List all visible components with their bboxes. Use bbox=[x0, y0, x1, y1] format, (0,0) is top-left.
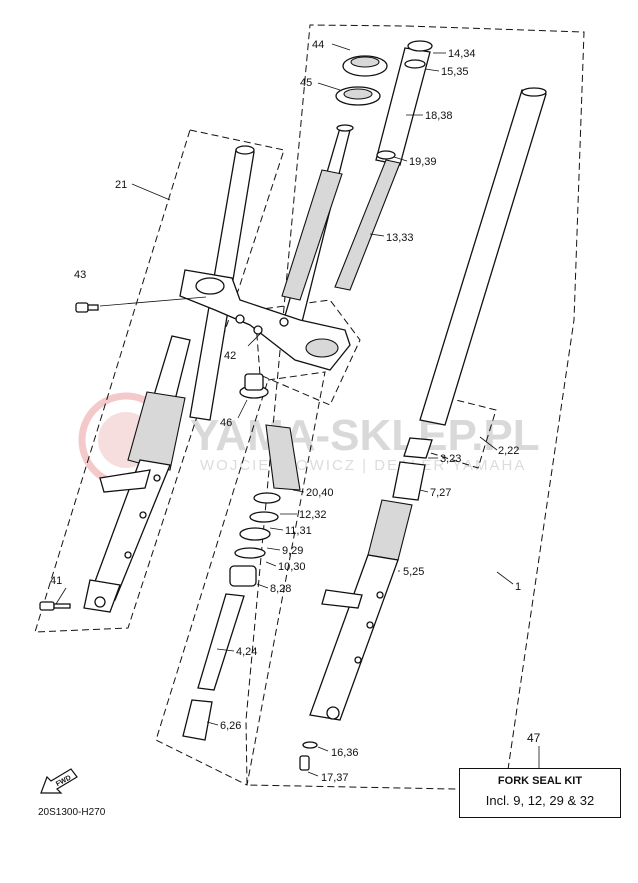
label-9-29: 9,29 bbox=[282, 545, 303, 557]
label-41: 41 bbox=[50, 575, 62, 587]
fork-seal-kit-box: FORK SEAL KIT Incl. 9, 12, 29 & 32 bbox=[459, 768, 621, 818]
inner-parts bbox=[182, 424, 301, 741]
left-fork-assembly bbox=[83, 145, 255, 613]
label-44: 44 bbox=[312, 39, 324, 51]
label-46: 46 bbox=[220, 417, 232, 429]
label-14-34: 14,34 bbox=[448, 48, 476, 60]
bolt-43 bbox=[75, 302, 99, 313]
fwd-arrow-icon: FWD bbox=[40, 768, 78, 794]
label-20-40: 20,40 bbox=[306, 487, 334, 499]
bearing-44 bbox=[342, 55, 388, 77]
label-45: 45 bbox=[300, 77, 312, 89]
right-fork-assembly bbox=[299, 40, 547, 771]
watermark-brand: YAMA-SKLEP.PL bbox=[190, 411, 540, 460]
label-12-32: 12,32 bbox=[299, 509, 327, 521]
label-18-38: 18,38 bbox=[425, 110, 453, 122]
label-8-28: 8,28 bbox=[270, 583, 291, 595]
label-2-22: 2,22 bbox=[498, 445, 519, 457]
fork-seal-kit-description: Incl. 9, 12, 29 & 32 bbox=[485, 793, 595, 808]
label-16-36: 16,36 bbox=[331, 747, 359, 759]
assembly-outline-outer-tube bbox=[414, 394, 497, 469]
label-4-24: 4,24 bbox=[236, 646, 257, 658]
label-13-33: 13,33 bbox=[386, 232, 414, 244]
bearing-45 bbox=[335, 86, 381, 106]
assembly-outline-left bbox=[34, 129, 285, 633]
label-42: 42 bbox=[224, 350, 236, 362]
fork-seal-kit-number: 47 bbox=[527, 731, 541, 745]
label-7-27: 7,27 bbox=[430, 487, 451, 499]
label-11-31: 11,31 bbox=[285, 525, 312, 537]
fork-seal-kit-title: FORK SEAL KIT bbox=[497, 775, 583, 787]
diagram-code: 20S1300-H270 bbox=[38, 807, 106, 818]
label-3-23: 3,23 bbox=[440, 453, 461, 465]
assembly-outline-right bbox=[245, 24, 585, 791]
label-5-25: 5,25 bbox=[403, 566, 424, 578]
label-1: 1 bbox=[515, 581, 521, 593]
bolt-41 bbox=[39, 601, 71, 611]
assembly-outline-inner bbox=[155, 371, 326, 786]
callout-labels: 44 45 14,34 15,35 18,38 19,39 13,33 21 4… bbox=[50, 39, 521, 784]
label-43: 43 bbox=[74, 269, 86, 281]
label-10-30: 10,30 bbox=[278, 561, 306, 573]
label-19-39: 19,39 bbox=[409, 156, 437, 168]
watermark-subtitle: WOJCIECHOWICZ | DEALER YAMAHA bbox=[200, 457, 526, 474]
label-6-26: 6,26 bbox=[220, 720, 241, 732]
nut-46 bbox=[239, 373, 269, 399]
steering-stem-and-clamp bbox=[179, 124, 354, 371]
label-21: 21 bbox=[115, 179, 127, 191]
leader-lines bbox=[55, 43, 514, 777]
label-15-35: 15,35 bbox=[441, 66, 469, 78]
label-17-37: 17,37 bbox=[321, 772, 349, 784]
